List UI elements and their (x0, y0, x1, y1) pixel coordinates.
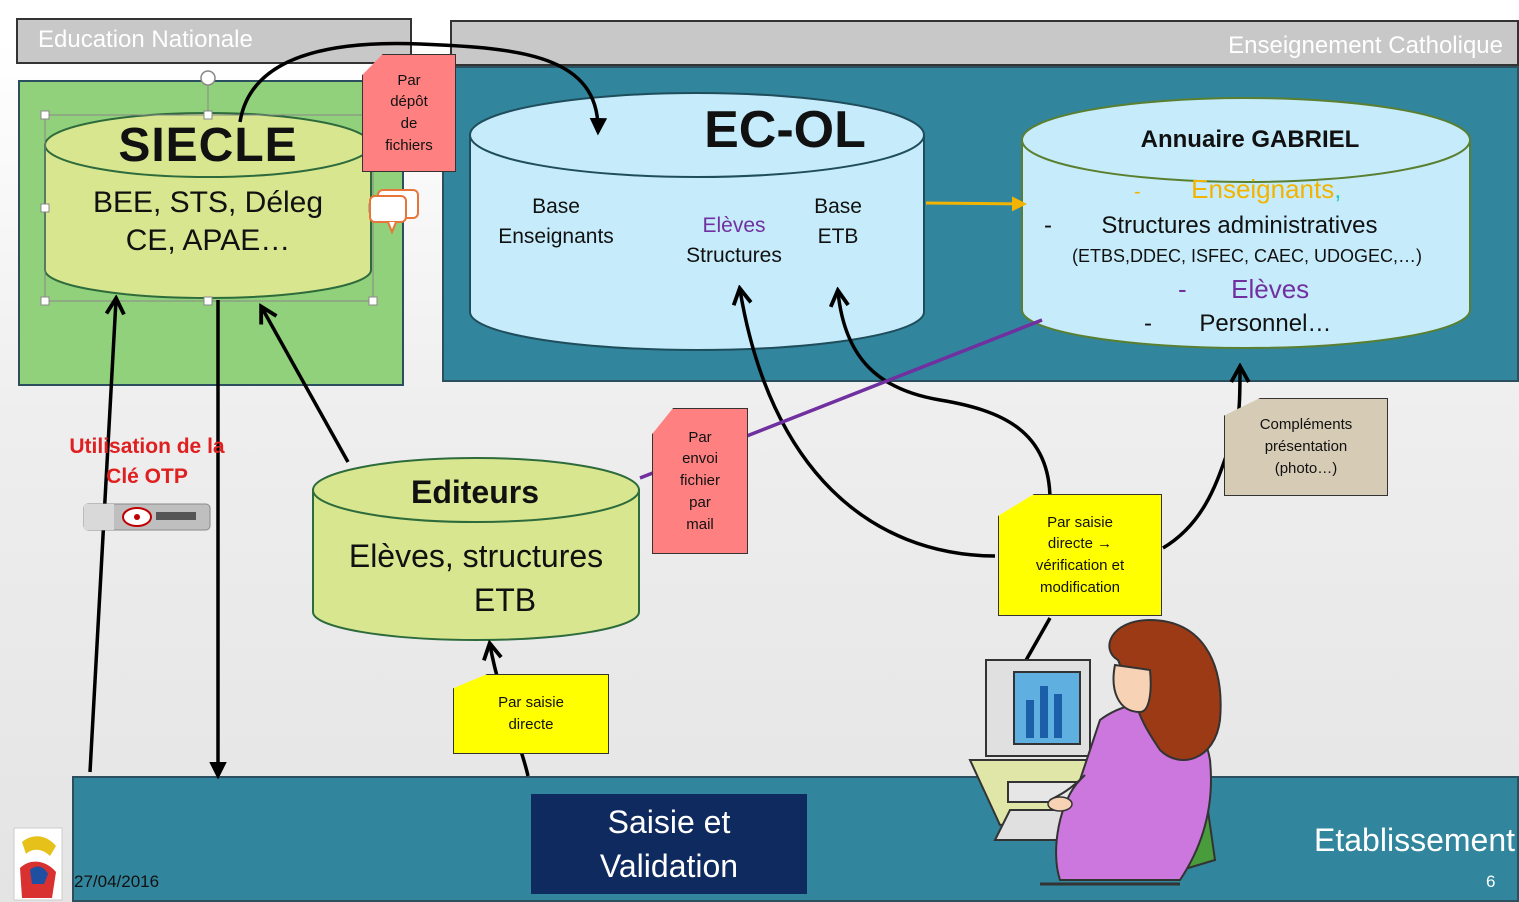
header-left-title: Education Nationale (38, 26, 253, 53)
slide-page-number: 6 (1486, 872, 1496, 891)
editeurs-title: Editeurs (410, 474, 540, 510)
gabriel-enseignants-comma: , (1334, 174, 1342, 204)
saisie-validation-box[interactable]: Saisie et Validation (531, 794, 807, 894)
ecol-structures: Structures (686, 244, 782, 267)
ecol-base-etb: Base ETB (814, 195, 862, 248)
otp-label-line1: Utilisation de la (69, 435, 225, 458)
saisie-validation-text: Saisie et Validation (599, 804, 739, 884)
note-saisie-verification-text: Par saisie directe → vérification et mod… (1035, 513, 1125, 596)
gabriel-structures-detail: (ETBS,DDEC, ISFEC, CAEC, UDOGEC,…) (1071, 246, 1423, 266)
otp-key-icon (83, 503, 211, 531)
arrow-editeurs-to-siecle (262, 308, 350, 463)
note-depot-fichiers-text: Par dépôt de fichiers (385, 71, 433, 154)
note-complements-text: Compléments présentation (photo…) (1259, 416, 1353, 477)
editeurs-cylinder[interactable] (312, 457, 640, 641)
comment-bubble-icon[interactable] (369, 189, 419, 235)
gabriel-enseignants-row: - Enseignants, (1134, 174, 1464, 205)
ecol-base-enseignants: Base Enseignants (498, 195, 614, 248)
siecle-line2: CE, APAE… (125, 224, 291, 257)
siecle-cylinder[interactable] (44, 112, 372, 299)
slide-date: 27/04/2016 (74, 872, 160, 891)
siecle-line1: BEE, STS, Déleg (92, 186, 324, 219)
gabriel-personnel-row: - Personnel… (1144, 310, 1384, 338)
arrow-verif-to-etb (838, 292, 1052, 501)
note-saisie-directe[interactable]: Par saisie directe (453, 674, 609, 754)
gabriel-structures-row: - Structures administratives (1044, 212, 1464, 240)
gabriel-enseignants: Enseignants (1191, 174, 1335, 204)
gabriel-personnel: Personnel… (1199, 310, 1332, 337)
otp-label-line2: Clé OTP (106, 465, 188, 488)
arrow-ecol-to-gabriel (925, 196, 1027, 212)
otp-label: Utilisation de la Clé OTP (40, 432, 254, 492)
gabriel-enseignants-dash: - (1134, 181, 1141, 203)
note-envoi-mail[interactable]: Par envoi fichier par mail (652, 408, 748, 554)
editeurs-line1: Elèves, structures (348, 538, 604, 574)
header-right-title: Enseignement Catholique (1228, 32, 1503, 59)
arrow-etab-to-siecle (88, 300, 116, 773)
arrow-verif-to-eleves (740, 290, 996, 558)
arrow-siecle-to-ecol (238, 41, 608, 136)
gabriel-title: Annuaire GABRIEL (1140, 126, 1360, 153)
gabriel-structures-dash: - (1044, 212, 1052, 239)
line-person-to-verif (1023, 617, 1052, 663)
person-computer-icon (968, 618, 1222, 886)
ecol-cylinder[interactable] (469, 92, 925, 351)
logo-icon (13, 827, 63, 901)
gabriel-personnel-dash: - (1144, 310, 1152, 337)
header-enseignement-catholique: Enseignement Catholique (450, 20, 1519, 66)
etablissement-label: Etablissement (1314, 822, 1515, 858)
note-saisie-verification[interactable]: Par saisie directe → vérification et mod… (998, 494, 1162, 616)
ecol-eleves: Elèves (702, 214, 766, 237)
note-saisie-directe-text: Par saisie directe (498, 694, 564, 733)
ecol-title: EC-OL (704, 101, 866, 159)
note-complements[interactable]: Compléments présentation (photo…) (1224, 398, 1388, 496)
gabriel-eleves-dash: - (1178, 274, 1187, 304)
gabriel-cylinder[interactable] (1021, 97, 1471, 349)
note-envoi-mail-text: Par envoi fichier par mail (679, 428, 720, 533)
siecle-title: SIECLE (118, 119, 298, 172)
gabriel-eleves: Elèves (1231, 274, 1310, 304)
note-depot-fichiers[interactable]: Par dépôt de fichiers (362, 54, 456, 172)
gabriel-eleves-row: - Elèves (1178, 274, 1378, 305)
header-education-nationale: Education Nationale (16, 18, 412, 64)
editeurs-line2: ETB (473, 582, 537, 618)
gabriel-structures: Structures administratives (1101, 212, 1378, 239)
